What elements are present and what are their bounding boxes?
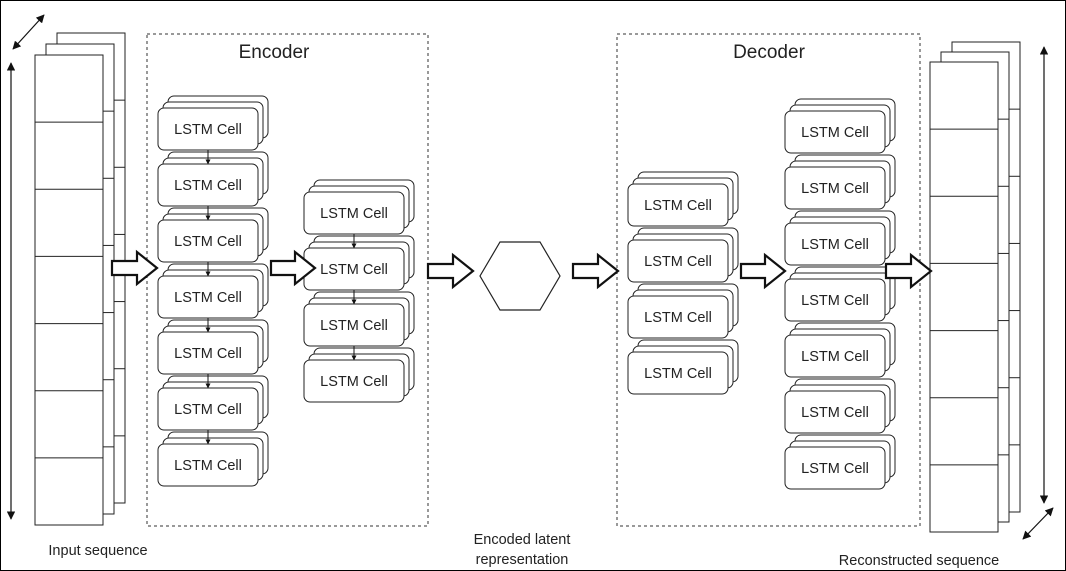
encoder-box — [146, 33, 429, 527]
block-arrow — [571, 252, 620, 290]
input-sequence-caption: Input sequence — [48, 543, 147, 559]
reconstructed-sequence-stack — [929, 41, 1021, 533]
lstm-cell-label: LSTM Cell — [644, 198, 712, 214]
lstm-cell-label: LSTM Cell — [644, 310, 712, 326]
lstm-cell-box — [784, 278, 886, 322]
lstm-cell-label: LSTM Cell — [801, 181, 869, 197]
block-arrow — [269, 249, 317, 287]
reconstructed-sequence-caption: Reconstructed sequence — [839, 553, 999, 569]
lstm-cell-label: LSTM Cell — [320, 318, 388, 334]
lstm-cell-box — [784, 166, 886, 210]
lstm-cell-box — [784, 222, 886, 266]
lstm-cell-label: LSTM Cell — [644, 254, 712, 270]
lstm-cell-label: LSTM Cell — [644, 366, 712, 382]
lstm-cell-box — [784, 334, 886, 378]
lstm-cell-label: LSTM Cell — [174, 122, 242, 138]
lstm-cell-label: LSTM Cell — [801, 405, 869, 421]
flow-arrows — [110, 249, 933, 290]
feature-dim-arrow-output — [1022, 507, 1054, 540]
lstm-cell-box — [627, 351, 729, 395]
lstm-cell-box — [627, 295, 729, 339]
lstm-cell-label: LSTM Cell — [801, 125, 869, 141]
decoder-title: Decoder — [733, 42, 805, 63]
lstm-cell-label: LSTM Cell — [320, 206, 388, 222]
lstm-cell-label: LSTM Cell — [801, 349, 869, 365]
latent-caption-line2: representation — [476, 552, 569, 568]
block-arrow — [110, 249, 159, 287]
latent-caption-line1: Encoded latent — [474, 532, 571, 548]
lstm-cell-label: LSTM Cell — [801, 237, 869, 253]
input-sequence-stack — [34, 32, 126, 526]
lstm-cell-label: LSTM Cell — [174, 346, 242, 362]
lstm-cell-label: LSTM Cell — [801, 461, 869, 477]
input-sequence-front-page — [34, 54, 104, 526]
lstm-cell-box — [784, 110, 886, 154]
reconstructed-sequence-front-page — [929, 61, 999, 533]
block-arrow — [739, 252, 787, 290]
block-arrow — [884, 252, 933, 290]
lstm-cell-label: LSTM Cell — [174, 234, 242, 250]
feature-dim-arrow-input — [12, 14, 45, 50]
lstm-cell-box — [627, 183, 729, 227]
encoder-title: Encoder — [239, 42, 310, 63]
latent-hexagon — [479, 241, 561, 311]
lstm-cell-box — [784, 390, 886, 434]
lstm-cell-label: LSTM Cell — [320, 262, 388, 278]
lstm-cell-label: LSTM Cell — [174, 178, 242, 194]
lstm-cell-box — [784, 446, 886, 490]
lstm-cell-label: LSTM Cell — [174, 458, 242, 474]
lstm-cell-label: LSTM Cell — [801, 293, 869, 309]
lstm-cell-label: LSTM Cell — [174, 402, 242, 418]
lstm-cell-label: LSTM Cell — [320, 374, 388, 390]
lstm-cell-label: LSTM Cell — [174, 290, 242, 306]
lstm-cell-box — [627, 239, 729, 283]
block-arrow — [426, 252, 475, 290]
